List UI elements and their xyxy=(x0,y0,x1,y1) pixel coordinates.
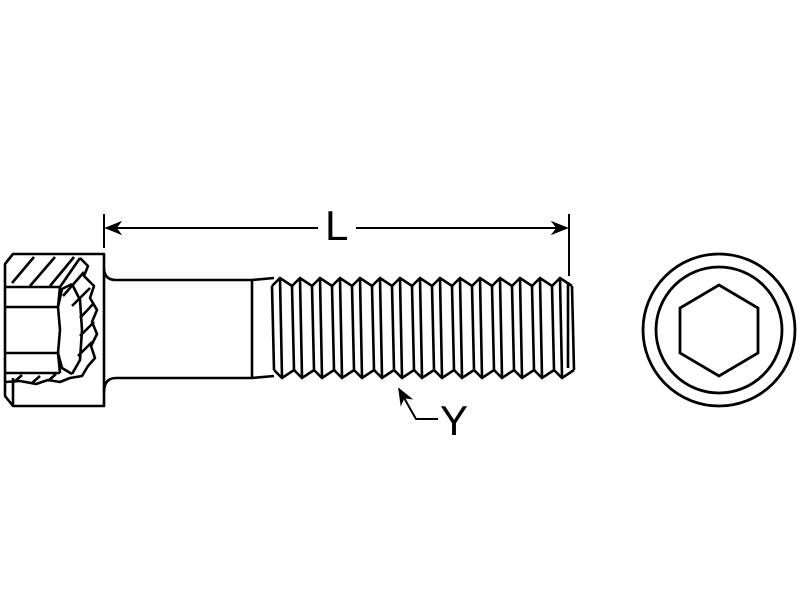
screw-end-view xyxy=(641,252,797,408)
leader-Y xyxy=(398,387,438,420)
length-label: L xyxy=(325,202,349,249)
screw-head-side xyxy=(3,252,106,408)
screw-threads xyxy=(270,276,576,380)
screw-shank xyxy=(102,267,275,393)
thread-label: Y xyxy=(440,397,469,444)
dimension-L xyxy=(103,214,570,276)
